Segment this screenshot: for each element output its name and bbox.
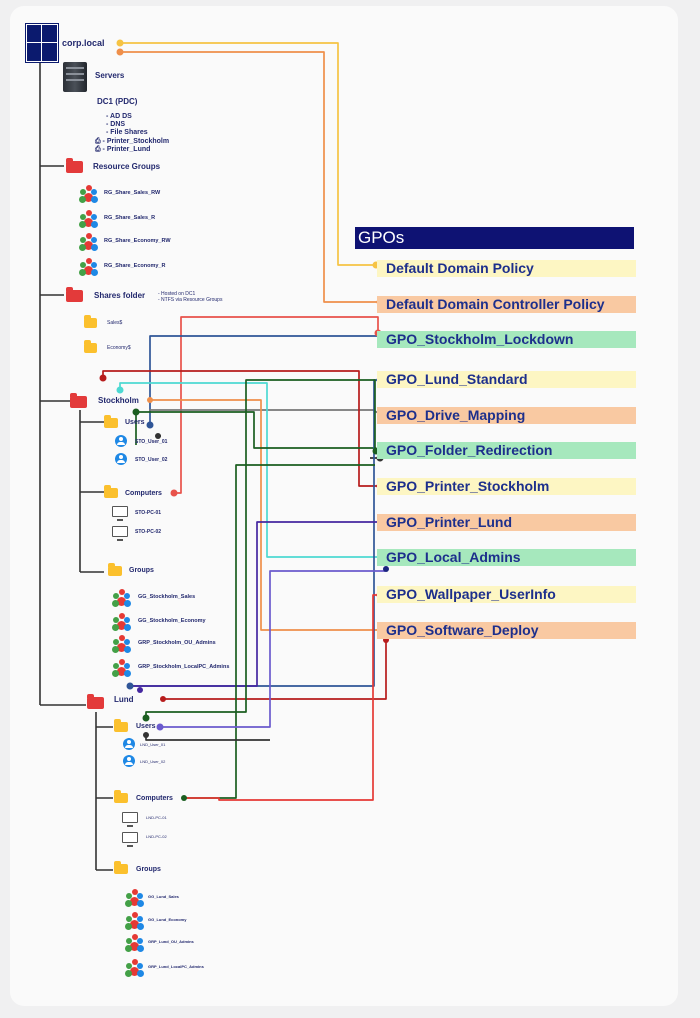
lund-ou-label: Lund xyxy=(114,695,134,704)
group-item: GG_Stockholm_Sales xyxy=(138,594,196,600)
server-icon xyxy=(63,62,87,92)
gpo-item: GPO_Drive_Mapping xyxy=(355,407,636,424)
gpo-item: Default Domain Policy xyxy=(355,260,636,277)
group-item: GRP_Stockholm_OU_Admins xyxy=(138,640,216,646)
computer-item: STO-PC-02 xyxy=(135,529,162,535)
share-item: Sales$ xyxy=(107,320,123,326)
group-item: GRP_Stockholm_LocalPC_Admins xyxy=(138,664,230,670)
group-item: GRP_Lund_LocalPC_Admins xyxy=(148,964,204,969)
printer-item: ⎙ - Printer_Lund xyxy=(95,146,151,153)
gpo-item: Default Domain Controller Policy xyxy=(355,296,636,313)
user-icon xyxy=(115,453,127,465)
computer-icon xyxy=(112,526,128,541)
folder-icon xyxy=(84,340,97,353)
folder-icon xyxy=(108,563,122,576)
computer-icon xyxy=(122,812,138,827)
folder-icon xyxy=(84,315,97,328)
gpo-item: GPO_Folder_Redirection xyxy=(355,442,636,459)
group-icon xyxy=(79,185,98,203)
gpo-item: GPO_Local_Admins xyxy=(355,549,636,566)
group-icon xyxy=(112,613,131,631)
lund-groups-label: Groups xyxy=(136,866,161,873)
group-icon xyxy=(125,912,144,930)
lund-users-label: Users xyxy=(136,723,156,730)
folder-icon xyxy=(114,790,128,803)
folder-icon xyxy=(70,393,87,408)
user-icon xyxy=(123,738,135,750)
shares-note: - Hosted on DC1 xyxy=(158,291,196,297)
stockholm-groups-label: Groups xyxy=(129,567,154,574)
group-icon xyxy=(112,659,131,677)
group-item: RG_Share_Sales_R xyxy=(104,215,156,221)
printer-item: ⎙ - Printer_Stockholm xyxy=(95,138,170,145)
group-item: GG_Stockholm_Economy xyxy=(138,618,206,624)
user-item: LND_User_02 xyxy=(140,759,166,764)
group-item: RG_Share_Sales_RW xyxy=(104,190,161,196)
group-icon xyxy=(112,635,131,653)
folder-icon xyxy=(114,719,128,732)
computer-item: LND-PC-02 xyxy=(146,834,167,839)
folder-icon xyxy=(104,415,118,428)
windows-logo-icon xyxy=(26,24,58,62)
dc-label: DC1 (PDC) xyxy=(97,97,138,106)
user-icon xyxy=(123,755,135,767)
folder-icon xyxy=(114,861,128,874)
server-role: - File Shares xyxy=(106,129,148,136)
group-icon xyxy=(125,934,144,952)
folder-icon xyxy=(87,694,104,709)
shares-folder-label: Shares folder xyxy=(94,291,146,300)
group-icon xyxy=(125,889,144,907)
user-item: STO_User_01 xyxy=(135,439,168,445)
group-item: RG_Share_Economy_R xyxy=(104,263,166,269)
user-item: LND_User_01 xyxy=(140,742,166,747)
folder-icon xyxy=(66,287,83,302)
servers-label: Servers xyxy=(95,71,125,80)
resource-groups-label: Resource Groups xyxy=(93,162,161,171)
group-icon xyxy=(79,210,98,228)
group-item: GG_Lund_Economy xyxy=(148,917,187,922)
stockholm-ou-label: Stockholm xyxy=(98,396,139,405)
folder-icon xyxy=(66,158,83,173)
printer-icon: ⎙ xyxy=(95,146,101,153)
gpo-item: GPO_Stockholm_Lockdown xyxy=(355,331,636,348)
printer-icon: ⎙ xyxy=(95,138,101,145)
gpo-link-lines xyxy=(102,42,387,801)
gpo-item: GPO_Wallpaper_UserInfo xyxy=(355,586,636,603)
computer-icon xyxy=(112,506,128,521)
group-icon xyxy=(112,589,131,607)
group-item: RG_Share_Economy_RW xyxy=(104,238,171,244)
server-role: - DNS xyxy=(106,121,126,128)
gpo-item: GPO_Lund_Standard xyxy=(355,371,636,388)
stockholm-computers-label: Computers xyxy=(125,490,162,497)
folder-icon xyxy=(104,485,118,498)
group-item: GG_Lund_Sales xyxy=(148,894,179,899)
computer-icon xyxy=(122,832,138,847)
tree-skeleton xyxy=(39,62,113,871)
gpo-item: GPO_Printer_Stockholm xyxy=(355,478,636,495)
group-item: GRP_Lund_OU_Admins xyxy=(148,939,194,944)
shares-note: - NTFS via Resource Groups xyxy=(158,297,223,303)
group-icon xyxy=(79,258,98,276)
user-icon xyxy=(115,435,127,447)
group-icon xyxy=(79,233,98,251)
computer-item: LND-PC-01 xyxy=(146,815,167,820)
share-item: Economy$ xyxy=(107,345,131,351)
user-item: STO_User_02 xyxy=(135,457,168,463)
server-role: - AD DS xyxy=(106,113,132,120)
domain-root-label: corp.local xyxy=(62,38,105,48)
gpos-header: GPOs xyxy=(355,227,634,249)
gpo-item: GPO_Printer_Lund xyxy=(355,514,636,531)
computer-item: STO-PC-01 xyxy=(135,510,162,516)
stockholm-users-label: Users xyxy=(125,419,145,426)
gpo-item: GPO_Software_Deploy xyxy=(355,622,636,639)
group-icon xyxy=(125,959,144,977)
lund-computers-label: Computers xyxy=(136,795,173,802)
